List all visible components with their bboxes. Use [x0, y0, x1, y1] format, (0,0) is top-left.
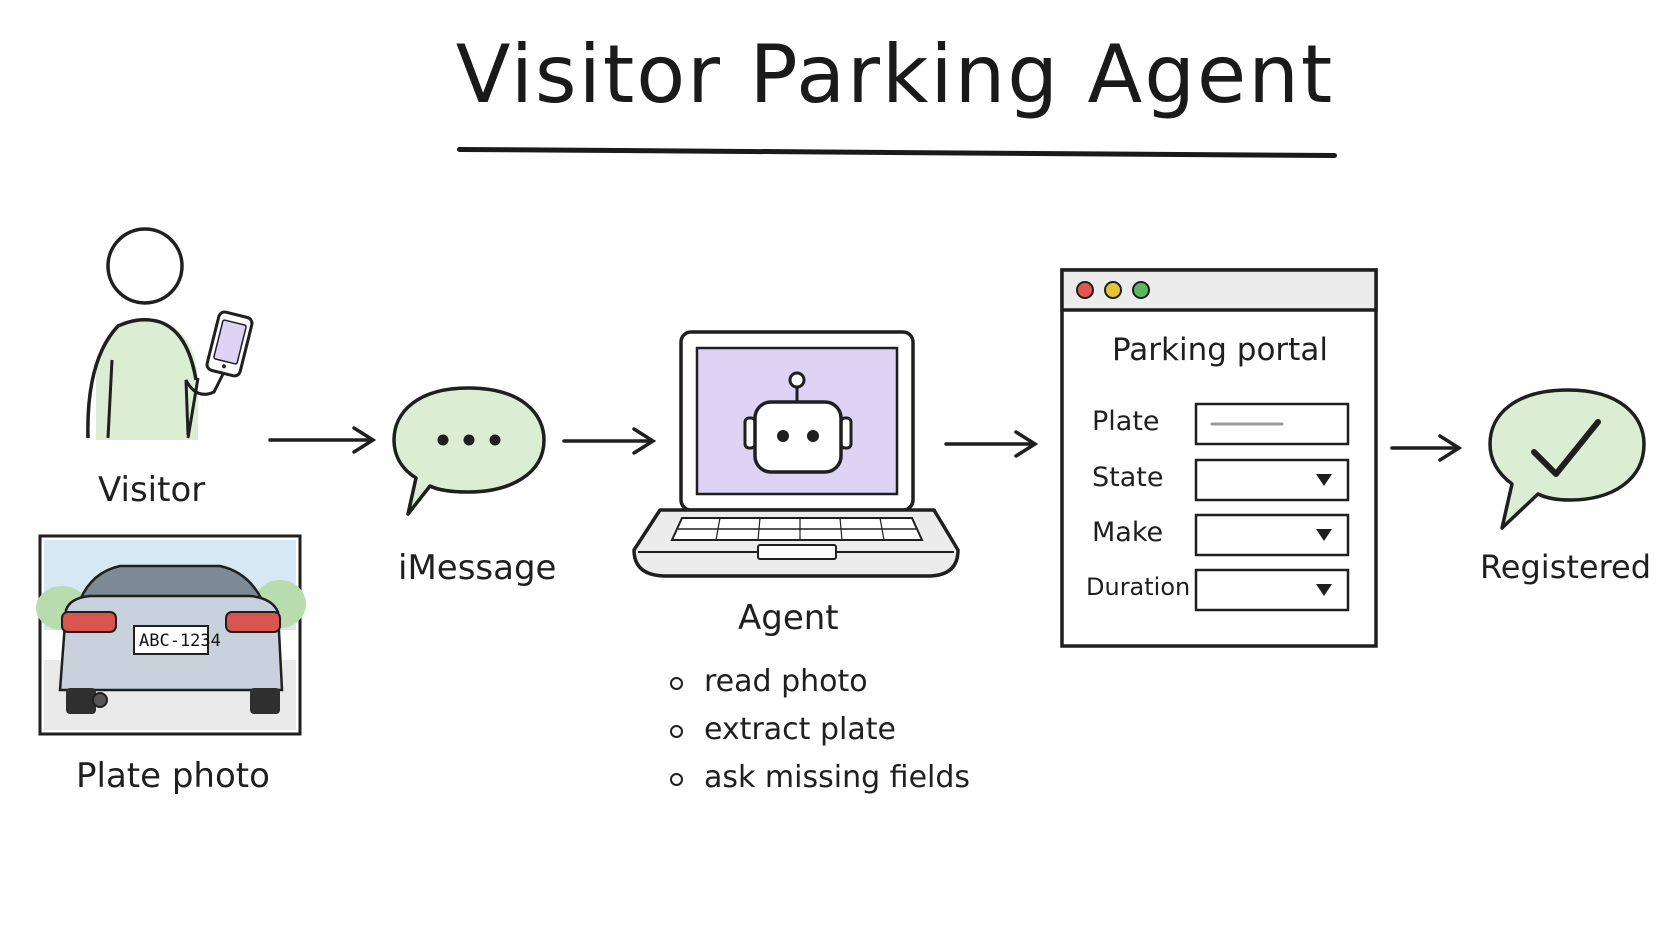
agent-steps-list: read photo extract plate ask missing fie…: [668, 658, 970, 802]
bullet-icon: [670, 773, 683, 786]
bullet-icon: [670, 677, 683, 690]
bullet-icon: [670, 725, 683, 738]
chevron-down-icon: [1316, 474, 1332, 486]
phone-icon: [205, 310, 254, 378]
portal-field-label-make: Make: [1092, 517, 1164, 548]
chevron-down-icon: [1316, 529, 1332, 541]
checkmark-icon: [1531, 419, 1601, 477]
plate-input-field: [1194, 402, 1350, 446]
make-select-field: [1194, 513, 1350, 557]
robot-icon: [743, 371, 853, 474]
portal-field-label-state: State: [1092, 462, 1164, 493]
license-plate-text: ABC-1234: [139, 631, 221, 651]
agent-step: ask missing fields: [668, 754, 970, 802]
arrow-portal-to-registered: [1390, 434, 1463, 462]
state-select-field: [1194, 458, 1350, 502]
registered-bubble-icon: [1488, 388, 1646, 530]
agent-step: read photo: [668, 658, 970, 706]
arrow-visitor-to-imessage: [268, 426, 377, 454]
plate-photo-label: Plate photo: [76, 756, 270, 796]
arrow-agent-to-portal: [944, 430, 1039, 458]
imessage-bubble-icon: [392, 386, 546, 516]
arrow-imessage-to-agent: [562, 427, 657, 455]
agent-label: Agent: [738, 598, 839, 638]
visitor-figure-icon: [86, 227, 226, 440]
chevron-down-icon: [1316, 584, 1332, 596]
registered-label: Registered: [1480, 548, 1652, 586]
imessage-label: iMessage: [398, 548, 557, 588]
diagram-title: Visitor Parking Agent: [455, 28, 1335, 121]
portal-field-label-duration: Duration: [1086, 573, 1191, 601]
plate-photo-image: [36, 534, 306, 736]
visitor-label: Visitor: [98, 470, 206, 510]
duration-select-field: [1194, 568, 1350, 612]
agent-step: extract plate: [668, 706, 970, 754]
laptop-icon: [632, 330, 960, 578]
portal-title: Parking portal: [1112, 332, 1328, 368]
portal-field-label-plate: Plate: [1092, 406, 1160, 437]
